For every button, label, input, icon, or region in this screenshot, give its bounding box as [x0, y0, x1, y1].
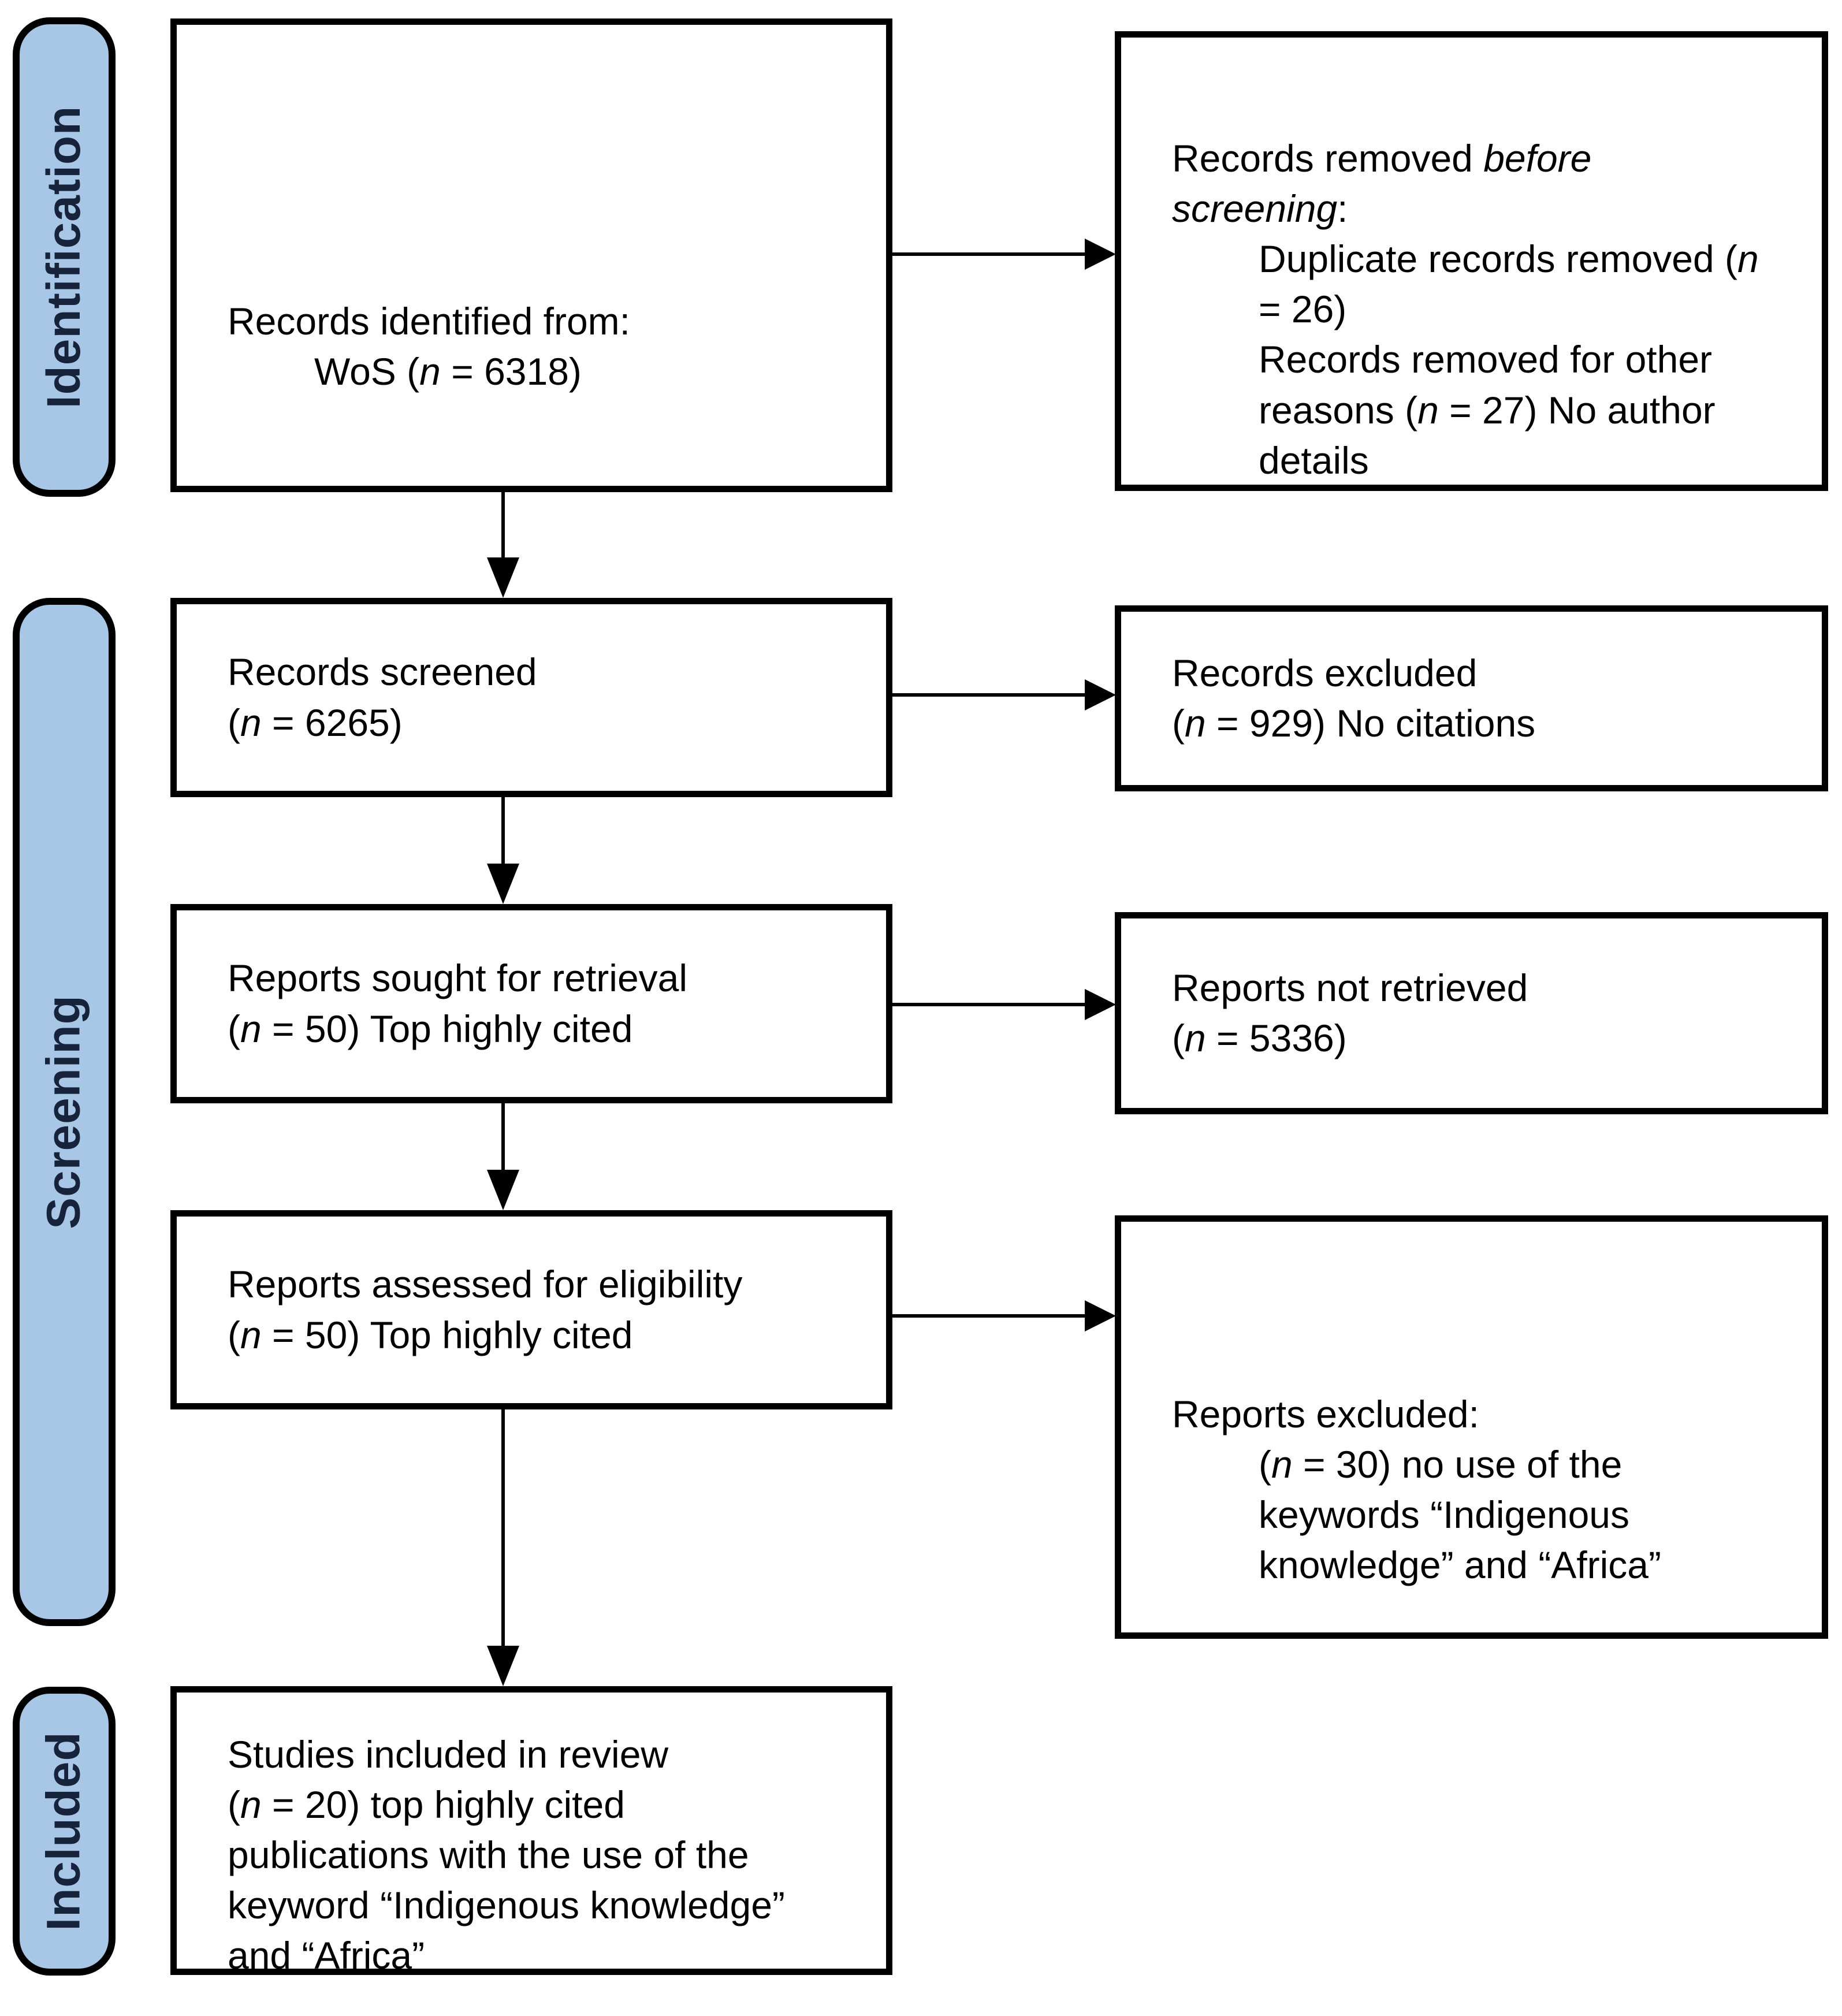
text-line: Records removed for other — [1259, 338, 1713, 381]
box-reports-excluded: Reports excluded: (n = 30) no use of the k… — [1115, 1215, 1828, 1639]
text-line: screening: — [1172, 187, 1348, 230]
text-line: Studies included in review — [228, 1733, 669, 1776]
arrow-down-identification-to-screened-head — [487, 557, 519, 598]
arrow-right-assessed-to-excluded-head — [1085, 1300, 1116, 1331]
arrow-down-screened-to-sought-head — [487, 864, 519, 904]
arrow-down-screened-to-sought-line — [501, 797, 505, 865]
text-line: Reports sought for retrieval — [228, 957, 688, 1000]
arrow-right-screened-to-excluded-head — [1085, 679, 1116, 711]
text-line: (n = 30) no use of the — [1259, 1443, 1623, 1486]
text-line: (n = 929) No citations — [1172, 702, 1536, 745]
stage-label-identification: Identification — [13, 17, 116, 497]
arrow-down-sought-to-assessed-line — [501, 1103, 505, 1171]
box-reports-not-retrieved: Reports not retrieved (n = 5336) — [1115, 912, 1828, 1114]
text-line: publications with the use of the — [228, 1833, 749, 1877]
text-line: keywords “Indigenous — [1259, 1493, 1630, 1537]
box-records-removed-before-screening: Records removed before screening: Duplicat… — [1115, 31, 1828, 491]
text-line: Records excluded — [1172, 651, 1478, 694]
text-line: Records screened — [228, 650, 537, 694]
arrow-right-identified-to-removed-head — [1085, 239, 1116, 270]
text-line: WoS (n = 6318) — [314, 350, 582, 393]
stage-label-screening: Screening — [13, 598, 116, 1626]
arrow-right-sought-to-not-retrieved-line — [892, 1003, 1086, 1006]
stage-label-screening-text: Screening — [38, 995, 90, 1229]
stage-label-identification-text: Identification — [38, 105, 90, 409]
arrow-down-identification-to-screened-line — [501, 492, 505, 559]
stage-label-included: Included — [13, 1687, 116, 1976]
arrow-right-sought-to-not-retrieved-head — [1085, 989, 1116, 1020]
text-line: Reports not retrieved — [1172, 966, 1528, 1009]
arrow-right-assessed-to-excluded-line — [892, 1314, 1086, 1318]
box-reports-assessed-for-eligibility: Reports assessed for eligibility (n = 50)… — [170, 1210, 892, 1409]
box-reports-sought-for-retrieval: Reports sought for retrieval (n = 50) Top… — [170, 904, 892, 1103]
arrow-right-screened-to-excluded-line — [892, 693, 1086, 697]
box-records-identified: Records identified from: WoS (n = 6318) — [170, 18, 892, 492]
text-line: and “Africa” — [228, 1934, 425, 1977]
text-line: Records identified from: — [228, 300, 630, 343]
arrow-right-identified-to-removed-line — [892, 252, 1086, 256]
text-line: knowledge” and “Africa” — [1259, 1543, 1661, 1587]
text-line: keyword “Indigenous knowledge” — [228, 1884, 785, 1927]
text-line: Duplicate records removed (n — [1259, 237, 1759, 281]
text-line: (n = 20) top highly cited — [228, 1783, 625, 1827]
text-line: Reports excluded: — [1172, 1393, 1479, 1435]
arrow-down-assessed-to-included-head — [487, 1646, 519, 1686]
text-line: Reports assessed for eligibility — [228, 1263, 743, 1306]
text-line: (n = 50) Top highly cited — [228, 1313, 633, 1356]
text-line: details — [1259, 438, 1369, 482]
text-line: (n = 6265) — [228, 701, 403, 744]
box-studies-included-in-review: Studies included in review (n = 20) top h… — [170, 1686, 892, 1977]
text-line: reasons (n = 27) No author — [1259, 388, 1716, 432]
arrow-down-sought-to-assessed-head — [487, 1170, 519, 1210]
text-line: = 26) — [1259, 288, 1347, 331]
box-records-excluded: Records excluded (n = 929) No citations — [1115, 605, 1828, 791]
text-line: (n = 5336) — [1172, 1017, 1347, 1059]
box-records-screened: Records screened (n = 6265) — [170, 598, 892, 797]
text-line: Records removed before — [1172, 137, 1592, 180]
text-line: (n = 50) Top highly cited — [228, 1007, 633, 1050]
stage-label-included-text: Included — [38, 1731, 91, 1931]
arrow-down-assessed-to-included-line — [501, 1409, 505, 1647]
